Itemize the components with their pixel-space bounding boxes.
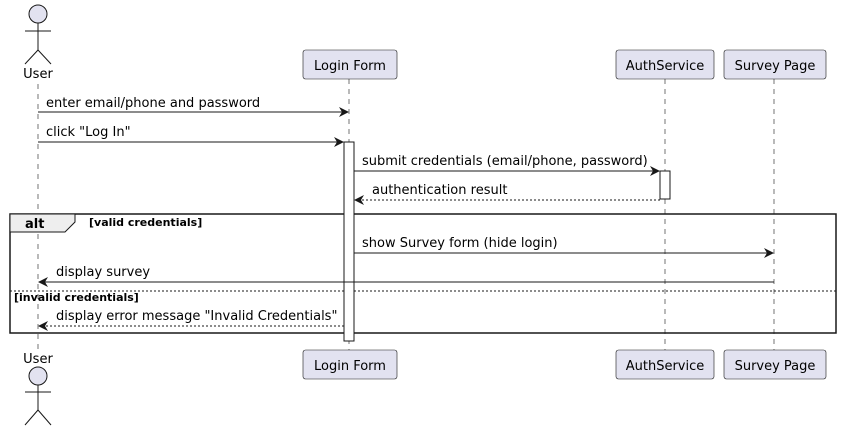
participant-survey-page-bottom: Survey Page	[723, 349, 827, 380]
participant-box	[723, 49, 827, 80]
participant-box	[615, 49, 715, 80]
participant-label: Login Form	[314, 359, 386, 374]
message-7: display error message "Invalid Credentia…	[38, 309, 344, 331]
participant-label: Survey Page	[735, 359, 816, 374]
message-label: click "Log In"	[46, 125, 131, 140]
participant-login-form-top: Login Form	[302, 49, 398, 80]
participant-label: User	[23, 67, 53, 82]
alt-fragment: alt [valid credentials] [invalid credent…	[9, 213, 837, 334]
message-label: submit credentials (email/phone, passwor…	[362, 154, 648, 169]
participant-box	[723, 349, 827, 380]
participant-box	[302, 349, 398, 380]
participant-label: Login Form	[314, 59, 386, 74]
message-4: authentication result	[354, 183, 660, 205]
alt-label-tab	[9, 213, 76, 233]
message-label: enter email/phone and password	[46, 96, 260, 111]
message-3: submit credentials (email/phone, passwor…	[354, 154, 660, 176]
participant-user-bottom: User	[23, 352, 53, 426]
activation-login-form	[343, 141, 355, 342]
message-2: click "Log In"	[38, 125, 344, 147]
participant-login-form-bottom: Login Form	[302, 349, 398, 380]
participant-authservice-bottom: AuthService	[615, 349, 715, 380]
participant-box	[615, 349, 715, 380]
actor-icon	[24, 366, 52, 426]
message-5: show Survey form (hide login)	[354, 236, 774, 258]
alt-frame	[9, 213, 837, 334]
participant-label: AuthService	[626, 359, 705, 374]
message-label: display survey	[56, 265, 150, 280]
message-6: display survey	[38, 265, 774, 287]
alt-guard-invalid: [invalid credentials]	[14, 291, 139, 304]
actor-icon	[24, 4, 52, 65]
participant-survey-page-top: Survey Page	[723, 49, 827, 80]
participant-label: Survey Page	[735, 59, 816, 74]
alt-guard-valid: [valid credentials]	[89, 216, 202, 229]
participant-authservice-top: AuthService	[615, 49, 715, 80]
participant-label: AuthService	[626, 59, 705, 74]
participant-box	[302, 49, 398, 80]
participant-label: User	[23, 352, 53, 367]
message-label: show Survey form (hide login)	[362, 236, 558, 251]
message-1: enter email/phone and password	[38, 96, 349, 117]
alt-keyword: alt	[25, 217, 44, 232]
participant-user-top: User	[23, 4, 53, 82]
message-label: authentication result	[372, 183, 507, 198]
activation-authservice	[659, 170, 671, 200]
message-label: display error message "Invalid Credentia…	[56, 309, 337, 324]
